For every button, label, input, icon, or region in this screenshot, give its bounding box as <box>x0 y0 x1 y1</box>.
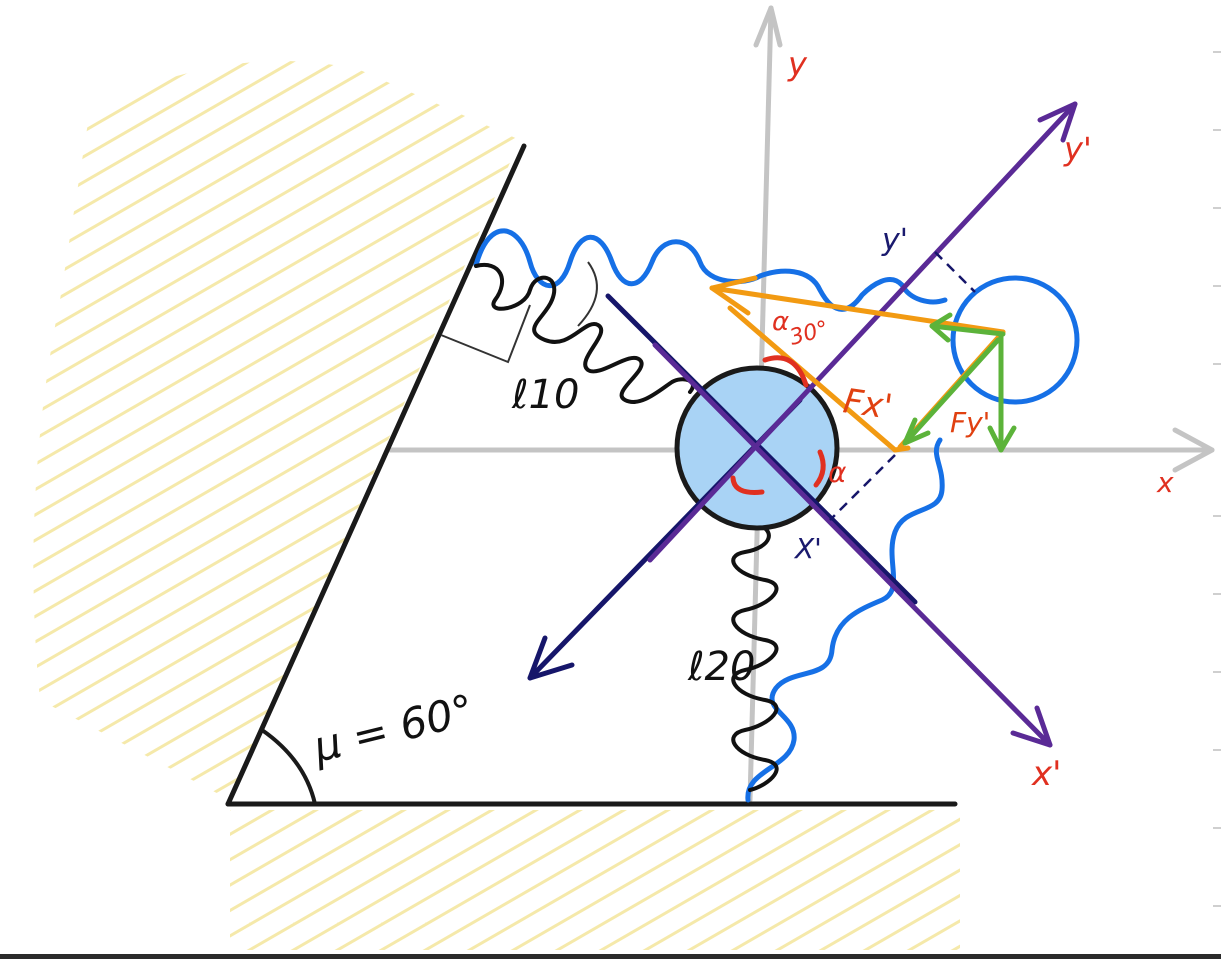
projection-lines <box>829 251 976 521</box>
incline-wall <box>225 143 958 807</box>
wall-hatch-left <box>33 61 520 800</box>
spring2-displaced <box>745 437 945 803</box>
floor-hatch <box>230 810 960 950</box>
angle-mu-arc <box>260 728 317 805</box>
green-force-vectors <box>902 312 1017 453</box>
purple-axes <box>647 101 1078 748</box>
proj-x-prime-label: X' <box>793 532 822 565</box>
spring2-label: ℓ20 <box>687 644 755 690</box>
bottom-border <box>0 954 1221 959</box>
force-fy-label: Fy' <box>950 406 990 439</box>
spring1-angle-arc <box>577 261 598 327</box>
proj-y-prime-label: y' <box>881 223 908 258</box>
spring2-equilibrium <box>731 520 779 792</box>
spring1-label: ℓ10 <box>511 372 579 418</box>
right-angle-marker <box>440 304 531 364</box>
ball-displaced <box>950 275 1080 405</box>
force-fx-label: Fx' <box>841 381 895 427</box>
axis-y-prime-label: y' <box>1063 130 1092 168</box>
axis-x-label: x <box>1156 466 1174 499</box>
angle-30-label: 30° <box>787 317 831 351</box>
axis-x-prime-label: x' <box>1031 754 1061 794</box>
spring1-equilibrium <box>474 262 695 404</box>
angle-mu-label: μ = 60° <box>308 685 479 772</box>
page-edge-ticks <box>1213 51 1221 907</box>
spring1-displaced <box>473 228 948 312</box>
angle-alpha-top-label: α <box>772 307 789 337</box>
red-angle-arcs <box>730 355 826 495</box>
axis-y-label: y <box>787 45 808 83</box>
angle-alpha-right-label: α <box>828 456 847 489</box>
